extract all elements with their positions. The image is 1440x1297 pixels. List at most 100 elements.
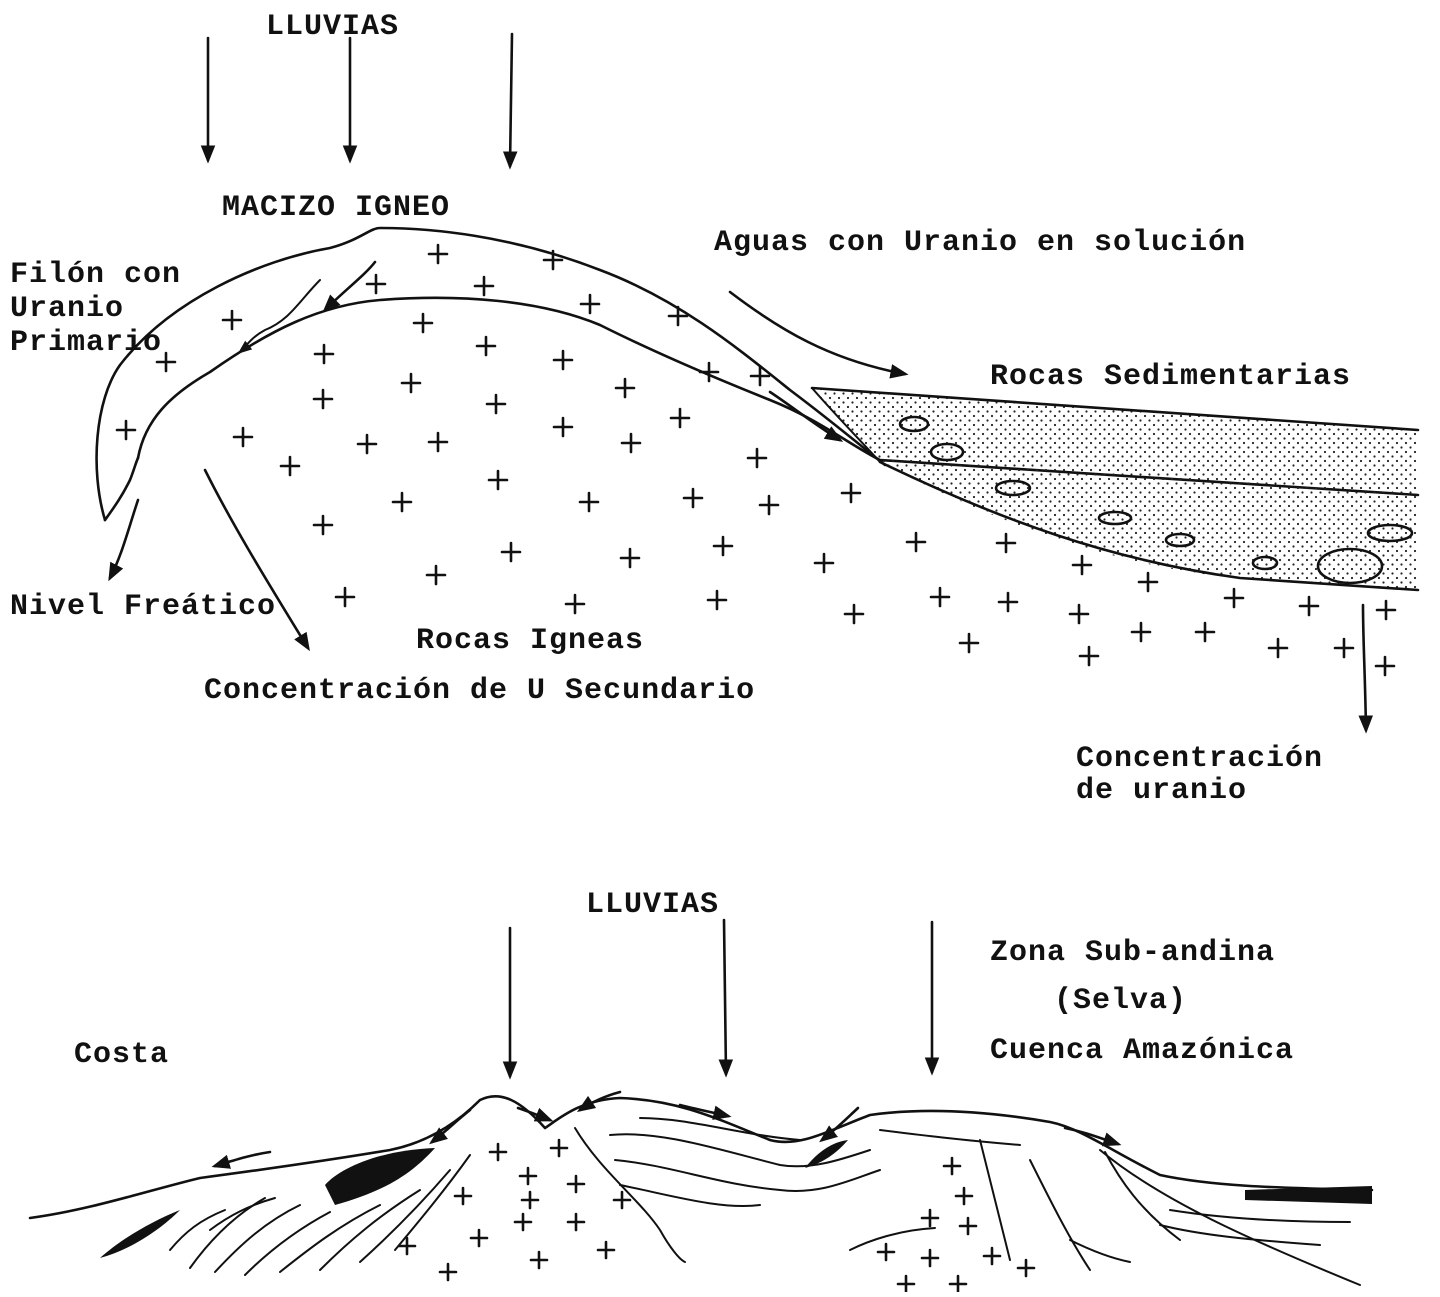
igneous-cross-symbol bbox=[922, 1250, 938, 1266]
igneous-cross-symbol bbox=[984, 1248, 1000, 1264]
igneous-cross-symbol bbox=[234, 428, 252, 446]
igneous-cross-symbol bbox=[315, 345, 333, 363]
igneous-cross-symbol bbox=[477, 337, 495, 355]
igneous-cross-symbol bbox=[393, 493, 411, 511]
igneous-cross-symbol bbox=[1335, 639, 1353, 657]
igneous-cross-symbol bbox=[502, 543, 520, 561]
igneous-cross-symbol bbox=[554, 351, 572, 369]
igneous-cross-symbol bbox=[878, 1244, 894, 1260]
igneous-cross-symbol bbox=[402, 374, 420, 392]
dark-lens bbox=[100, 1210, 180, 1258]
igneous-cross-symbol bbox=[960, 1218, 976, 1234]
coast-strata bbox=[170, 1155, 470, 1275]
igneous-cross-symbol bbox=[1196, 623, 1214, 641]
igneous-cross-symbol bbox=[568, 1214, 584, 1230]
label-uranium-conc-1: Concentración bbox=[1076, 742, 1323, 776]
igneous-cross-symbol bbox=[1269, 639, 1287, 657]
label-sedimentary: Rocas Sedimentarias bbox=[990, 360, 1351, 394]
igneous-cross-symbol bbox=[1132, 623, 1150, 641]
label-coast: Costa bbox=[74, 1038, 169, 1072]
dark-lens bbox=[1245, 1186, 1372, 1204]
igneous-cross-symbol bbox=[1139, 573, 1157, 591]
igneous-cross-symbol bbox=[471, 1230, 487, 1246]
igneous-cross-symbol bbox=[427, 566, 445, 584]
igneous-cross-symbol bbox=[1018, 1260, 1034, 1276]
label-rain-bottom: LLUVIAS bbox=[586, 888, 719, 922]
igneous-cross-symbol bbox=[898, 1276, 914, 1292]
igneous-cross-symbol bbox=[455, 1188, 471, 1204]
igneous-cross-symbol bbox=[950, 1276, 966, 1292]
label-vein-2: Uranio bbox=[10, 292, 124, 326]
label-water-table: Nivel Freático bbox=[10, 590, 276, 624]
igneous-cross-symbol bbox=[490, 1144, 506, 1160]
igneous-cross-symbol bbox=[616, 379, 634, 397]
igneous-cross-symbol bbox=[621, 549, 639, 567]
label-secondary-u: Concentración de U Secundario bbox=[204, 674, 755, 708]
igneous-cross-symbol bbox=[907, 533, 925, 551]
igneous-cross-symbol bbox=[956, 1188, 972, 1204]
igneous-cross-symbol bbox=[566, 595, 584, 613]
vein-outline bbox=[97, 228, 885, 520]
igneous-cross-symbol bbox=[580, 493, 598, 511]
bottom-diagram: LLUVIAS Costa Zona Sub-andina (Selva) Cu… bbox=[30, 888, 1372, 1292]
igneous-cross-symbol bbox=[281, 457, 299, 475]
igneous-cross-symbol bbox=[1225, 589, 1243, 607]
vein-tip bbox=[105, 458, 138, 520]
igneous-cross-symbol bbox=[931, 588, 949, 606]
igneous-cross-symbol bbox=[568, 1176, 584, 1192]
igneous-cross-symbol bbox=[997, 534, 1015, 552]
igneous-cross-symbol bbox=[314, 390, 332, 408]
terrain-profile bbox=[30, 1096, 1372, 1218]
igneous-cross-symbol bbox=[551, 1140, 567, 1156]
igneous-cross-symbol bbox=[1070, 605, 1088, 623]
igneous-cross-symbol bbox=[614, 1192, 630, 1208]
igneous-cross-symbol bbox=[554, 418, 572, 436]
igneous-cross-symbol bbox=[760, 496, 778, 514]
igneous-cross-symbol bbox=[117, 421, 135, 439]
igneous-cross-symbol bbox=[487, 395, 505, 413]
igneous-cross-symbol bbox=[522, 1192, 538, 1208]
igneous-cross-symbol bbox=[520, 1168, 536, 1184]
igneous-cross-symbol bbox=[671, 409, 689, 427]
igneous-cross-symbol bbox=[960, 634, 978, 652]
igneous-cross-symbol bbox=[598, 1242, 614, 1258]
igneous-cross-symbol bbox=[414, 314, 432, 332]
igneous-cross-symbol bbox=[944, 1158, 960, 1174]
igneous-cross-symbol bbox=[429, 245, 447, 263]
igneous-cross-symbol bbox=[581, 295, 599, 313]
label-water-uranium: Aguas con Uranio en solución bbox=[714, 226, 1246, 260]
igneous-cross-symbol bbox=[1073, 556, 1091, 574]
igneous-cross-symbol bbox=[714, 537, 732, 555]
igneous-cross-symbol bbox=[544, 251, 562, 269]
igneous-cross-symbol bbox=[922, 1210, 938, 1226]
igneous-cross-symbol bbox=[1376, 657, 1394, 675]
igneous-cross-symbol bbox=[845, 605, 863, 623]
label-vein-3: Primario bbox=[10, 326, 162, 360]
label-subandean: Zona Sub-andina bbox=[990, 936, 1275, 970]
igneous-cross-symbol bbox=[223, 311, 241, 329]
igneous-cross-symbol bbox=[358, 435, 376, 453]
batholith-crosses bbox=[399, 1140, 1034, 1292]
label-igneous-massif: MACIZO IGNEO bbox=[222, 191, 450, 225]
igneous-cross-symbol bbox=[367, 275, 385, 293]
igneous-cross-symbol bbox=[684, 489, 702, 507]
igneous-cross-symbol bbox=[708, 591, 726, 609]
label-igneous-rocks: Rocas Igneas bbox=[416, 624, 644, 658]
igneous-cross-symbol bbox=[531, 1252, 547, 1268]
igneous-cross-symbol bbox=[842, 484, 860, 502]
igneous-cross-symbol bbox=[336, 588, 354, 606]
igneous-cross-symbol bbox=[399, 1238, 415, 1254]
label-uranium-conc-2: de uranio bbox=[1076, 774, 1247, 808]
igneous-cross-symbol bbox=[489, 471, 507, 489]
igneous-cross-symbol bbox=[314, 516, 332, 534]
igneous-cross-symbol bbox=[1300, 597, 1318, 615]
igneous-cross-symbol bbox=[1080, 647, 1098, 665]
igneous-cross-symbol bbox=[440, 1264, 456, 1280]
label-vein-1: Filón con bbox=[10, 258, 181, 292]
igneous-cross-symbol bbox=[475, 277, 493, 295]
igneous-cross-symbol bbox=[815, 554, 833, 572]
igneous-cross-symbol bbox=[999, 593, 1017, 611]
igneous-cross-symbol bbox=[1377, 601, 1395, 619]
